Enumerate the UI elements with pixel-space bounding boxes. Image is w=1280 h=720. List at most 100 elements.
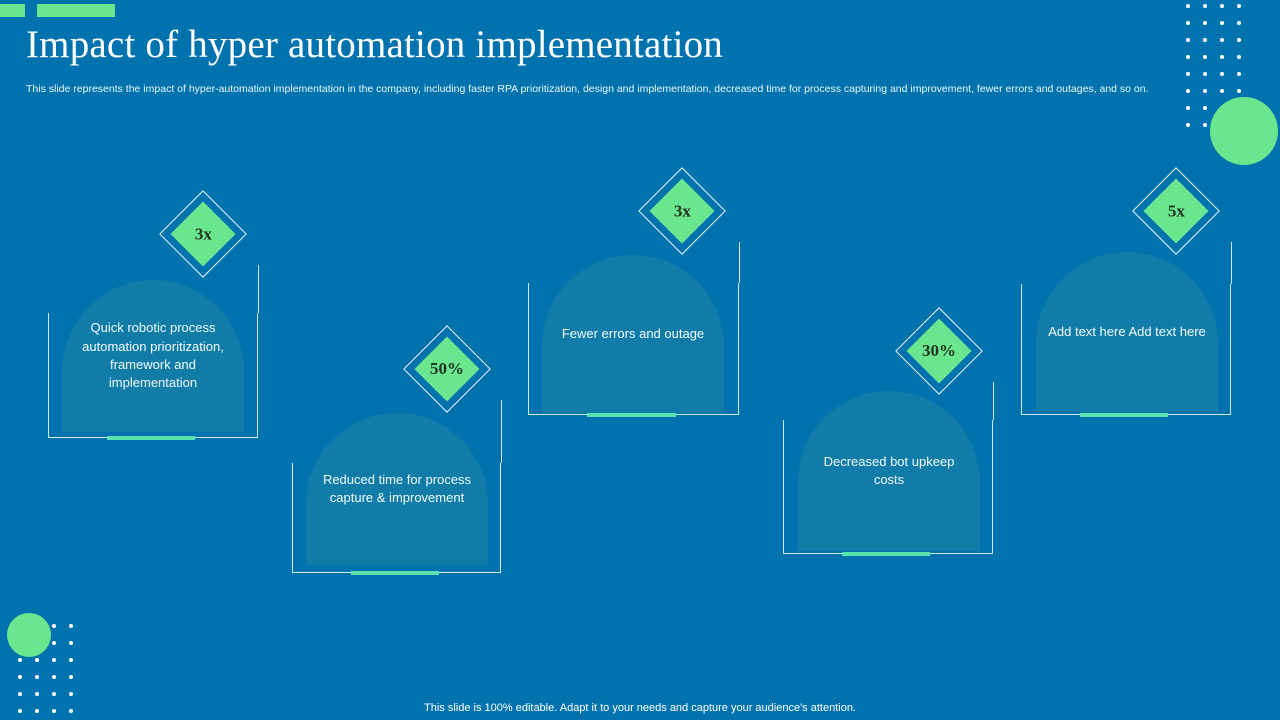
card-frame-wrap bbox=[48, 265, 260, 440]
dot bbox=[1186, 38, 1190, 42]
dot bbox=[1203, 72, 1207, 76]
card-frame-wrap bbox=[1021, 242, 1233, 417]
metric-badge[interactable]: 30% bbox=[895, 307, 983, 395]
dot bbox=[1203, 89, 1207, 93]
card-text: Quick robotic process automation priorit… bbox=[82, 320, 224, 391]
metric-badge-fill: 3x bbox=[170, 201, 236, 267]
dot bbox=[1203, 55, 1207, 59]
dot bbox=[1220, 38, 1224, 42]
metric-badge-fill: 5x bbox=[1143, 178, 1209, 244]
card-frame bbox=[292, 463, 501, 573]
card-underline bbox=[587, 413, 676, 417]
card-text: Fewer errors and outage bbox=[561, 325, 705, 341]
metric-badge[interactable]: 50% bbox=[403, 325, 491, 413]
card-frame-connector bbox=[739, 242, 741, 283]
dot bbox=[1203, 106, 1207, 110]
dot bbox=[1220, 21, 1224, 25]
dot bbox=[69, 675, 73, 679]
card-body[interactable]: Reduced time for process capture & impro… bbox=[306, 413, 488, 565]
metric-badge-fill: 50% bbox=[414, 336, 480, 402]
card-frame-connector bbox=[1231, 242, 1233, 284]
metric-badge-label: 30% bbox=[922, 341, 956, 360]
dot bbox=[35, 709, 39, 713]
card-frame bbox=[528, 283, 739, 415]
dot bbox=[1203, 4, 1207, 8]
card-frame bbox=[1021, 284, 1231, 415]
page-title: Impact of hyper automation implementatio… bbox=[26, 23, 724, 66]
card-text: Decreased bot upkeep costs bbox=[823, 453, 955, 487]
dot bbox=[35, 692, 39, 696]
dot bbox=[1186, 89, 1190, 93]
card-frame-wrap bbox=[783, 382, 995, 556]
dot bbox=[1186, 123, 1190, 127]
dot bbox=[1203, 21, 1207, 25]
dot bbox=[18, 709, 22, 713]
dot bbox=[69, 709, 73, 713]
card-frame bbox=[48, 313, 258, 438]
card-body[interactable]: Add text here Add text here bbox=[1036, 252, 1218, 412]
dot bbox=[1237, 21, 1241, 25]
dot bbox=[69, 658, 73, 662]
metric-badge-fill: 30% bbox=[906, 318, 972, 384]
dot bbox=[1220, 89, 1224, 93]
card-frame-wrap bbox=[292, 400, 503, 575]
card-body[interactable]: Quick robotic process automation priorit… bbox=[62, 280, 244, 432]
metric-badge[interactable]: 3x bbox=[638, 167, 726, 255]
dot bbox=[52, 624, 56, 628]
card-body[interactable]: Fewer errors and outage bbox=[542, 255, 724, 413]
dot bbox=[1186, 106, 1190, 110]
dot bbox=[1237, 72, 1241, 76]
dot bbox=[69, 624, 73, 628]
dot bbox=[35, 658, 39, 662]
dot bbox=[1220, 4, 1224, 8]
dot bbox=[1220, 55, 1224, 59]
dot bbox=[69, 641, 73, 645]
card-frame-wrap bbox=[528, 242, 741, 417]
page-subtitle: This slide represents the impact of hype… bbox=[26, 83, 1149, 95]
card-frame-connector bbox=[501, 400, 503, 463]
card-body[interactable]: Decreased bot upkeep costs bbox=[798, 391, 980, 551]
dot bbox=[1237, 4, 1241, 8]
metric-badge-label: 3x bbox=[194, 224, 212, 243]
footer-note: This slide is 100% editable. Adapt it to… bbox=[424, 702, 856, 714]
accent-bar-long bbox=[37, 4, 115, 17]
card-frame-connector bbox=[258, 265, 260, 313]
card-underline bbox=[1080, 413, 1168, 417]
dot bbox=[1237, 89, 1241, 93]
dot bbox=[1220, 72, 1224, 76]
metric-badge-fill: 3x bbox=[649, 178, 715, 244]
metric-badge-label: 3x bbox=[673, 201, 691, 220]
metric-badge-label: 5x bbox=[1167, 201, 1185, 220]
dot bbox=[1237, 55, 1241, 59]
dot bbox=[52, 658, 56, 662]
dot bbox=[52, 692, 56, 696]
card-underline bbox=[351, 571, 439, 575]
dot bbox=[1203, 123, 1207, 127]
card-underline bbox=[107, 436, 195, 440]
dot bbox=[1186, 4, 1190, 8]
card-text: Add text here Add text here bbox=[1048, 323, 1206, 339]
card-underline bbox=[842, 552, 930, 556]
dot bbox=[1186, 72, 1190, 76]
circle-decoration-bottom-left bbox=[7, 613, 51, 657]
card-frame-connector bbox=[993, 382, 995, 420]
dot bbox=[1186, 55, 1190, 59]
accent-bar-short bbox=[0, 4, 25, 17]
dot bbox=[35, 675, 39, 679]
dot bbox=[69, 692, 73, 696]
dot bbox=[18, 675, 22, 679]
dot bbox=[1203, 38, 1207, 42]
card-frame bbox=[783, 420, 993, 554]
dot bbox=[52, 675, 56, 679]
dot bbox=[1186, 21, 1190, 25]
dot bbox=[18, 658, 22, 662]
metric-badge[interactable]: 5x bbox=[1132, 167, 1220, 255]
circle-decoration-top-right bbox=[1210, 97, 1278, 165]
dot bbox=[52, 641, 56, 645]
dot bbox=[1237, 38, 1241, 42]
metric-badge[interactable]: 3x bbox=[159, 190, 247, 278]
dot bbox=[18, 692, 22, 696]
dot bbox=[52, 709, 56, 713]
metric-badge-label: 50% bbox=[430, 359, 464, 378]
